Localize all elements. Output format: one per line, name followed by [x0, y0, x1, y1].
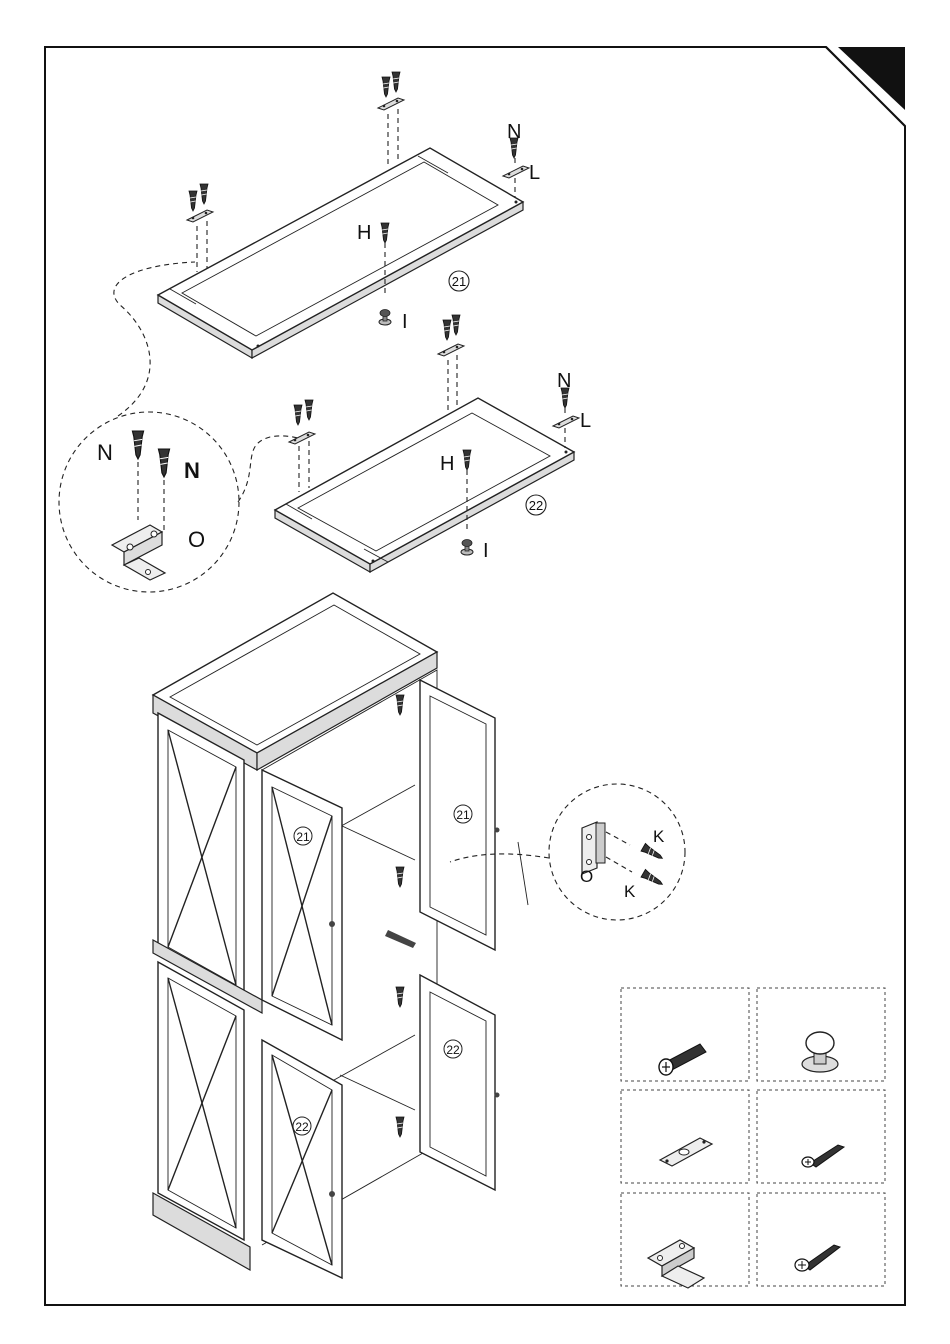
panel-21-callout-number: 21	[452, 274, 466, 289]
label-screw-n-top: N	[507, 121, 521, 143]
label-plate-l-mid: L	[580, 410, 591, 432]
hardware-cell-plate	[621, 1090, 749, 1183]
label-knob-i-top: I	[402, 311, 408, 333]
hardware-cell-bolt	[621, 988, 749, 1081]
cabinet-21-left-number: 21	[296, 830, 310, 844]
label-bolt-h-mid: H	[440, 453, 454, 475]
corner-tab	[838, 47, 905, 110]
panel-22-callout-number: 22	[529, 498, 543, 513]
cabinet-22-right-number: 22	[446, 1043, 460, 1057]
hardware-cell-short-screw	[757, 1090, 885, 1183]
label-screw-n-mid: N	[557, 370, 571, 392]
detail-label-k-bottom: K	[624, 882, 636, 901]
detail-label-o: O	[188, 527, 205, 552]
label-knob-i-mid: I	[483, 540, 489, 562]
detail-label-n-left: N	[97, 440, 113, 465]
cabinet-22-left-number: 22	[295, 1120, 309, 1134]
detail-label-k-top: K	[653, 827, 665, 846]
hardware-cell-long-screw	[757, 1193, 885, 1286]
cabinet-21-right-number: 21	[456, 808, 470, 822]
door-panel-21	[158, 148, 523, 358]
label-bolt-h-top: H	[357, 222, 371, 244]
door-panel-22	[275, 398, 574, 572]
hardware-grid	[621, 988, 885, 1288]
detail-label-o-right: O	[580, 867, 593, 886]
detail-label-n-right: N	[184, 458, 200, 483]
label-plate-l-top: L	[529, 162, 540, 184]
cabinet-assembly	[153, 593, 500, 1278]
